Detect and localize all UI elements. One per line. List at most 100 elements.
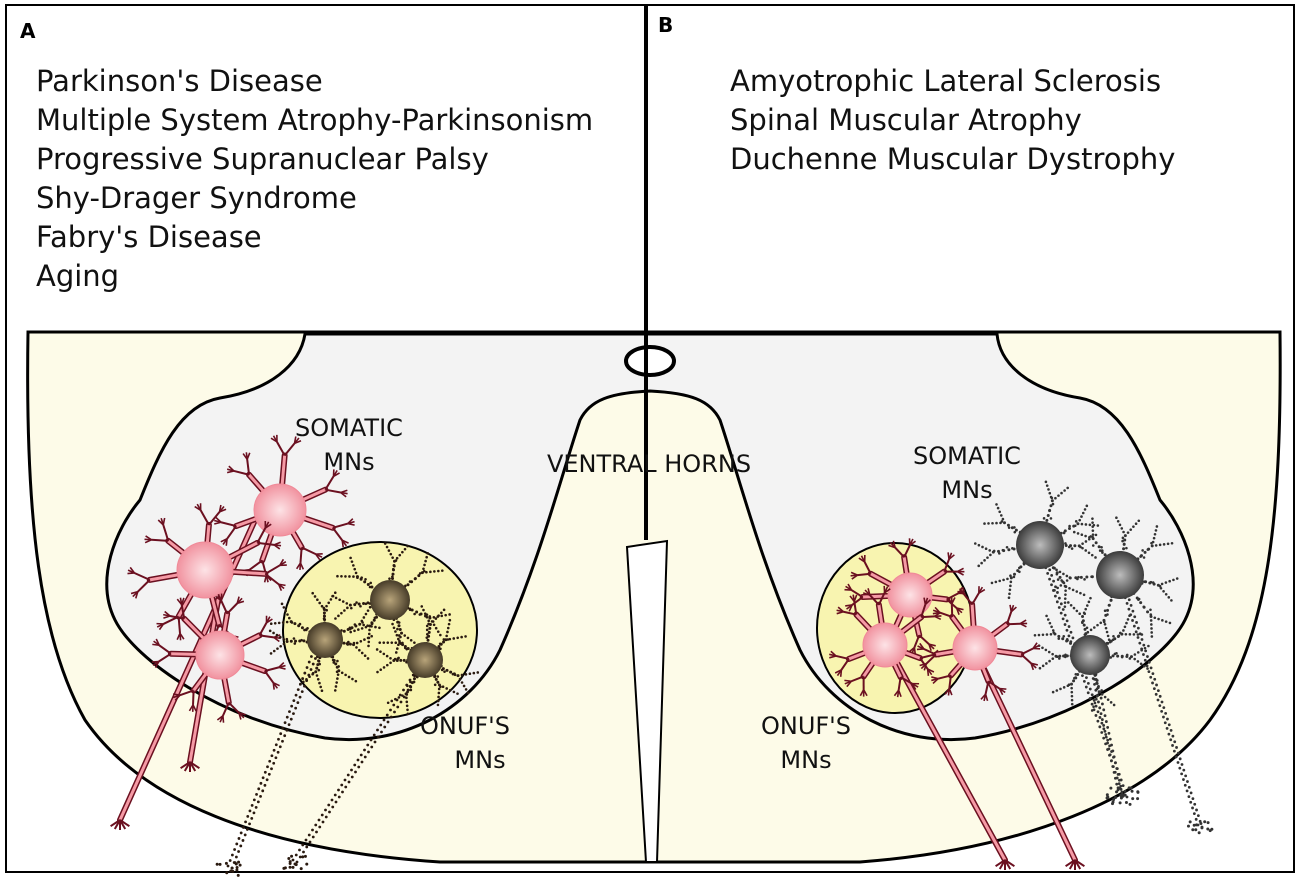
- panel-b-disease: Duchenne Muscular Dystrophy: [730, 142, 1175, 176]
- dendrite-fragment: [1060, 584, 1063, 587]
- dendrite-fragment: [981, 546, 984, 549]
- axon-fragment: [314, 824, 317, 827]
- dendrite-fragment: [1069, 642, 1072, 645]
- axon-fragment: [1186, 780, 1189, 783]
- dendrite-fragment: [1092, 533, 1095, 536]
- dendrite-fragment: [1115, 516, 1118, 519]
- dendrite-fragment: [336, 677, 339, 680]
- axon-fragment: [347, 774, 350, 777]
- axon-fragment: [1133, 615, 1136, 618]
- axon-fragment: [284, 721, 287, 724]
- dendrite-fragment: [1050, 496, 1053, 499]
- axon-fragment: [370, 746, 373, 749]
- dendrite-fragment: [1101, 693, 1104, 696]
- dendrite-fragment: [1064, 542, 1067, 545]
- axon-fragment: [312, 836, 315, 839]
- dendrite-fragment: [1160, 587, 1163, 590]
- axon-fragment: [1102, 724, 1105, 727]
- axon-fragment: [244, 834, 247, 837]
- axon-fragment: [1191, 807, 1194, 810]
- axon-fragment: [1148, 661, 1151, 664]
- dendrite-fragment: [1125, 547, 1128, 550]
- somatic-label-b-line1: SOMATIC: [913, 442, 1021, 470]
- axon-fragment: [1048, 568, 1051, 571]
- dendrite-fragment: [353, 568, 356, 571]
- axon-fragment: [1050, 583, 1053, 586]
- dendrite-fragment: [323, 614, 326, 617]
- axon-fragment: [271, 754, 274, 757]
- dendrite-tip: [221, 594, 222, 601]
- dendrite-fragment: [1064, 601, 1067, 604]
- dendrite-fragment: [1048, 651, 1051, 654]
- dendrite-fragment: [355, 601, 358, 604]
- dendrite-fragment: [437, 704, 440, 707]
- dendrite-fragment: [359, 605, 362, 608]
- dendrite-fragment: [1099, 549, 1102, 552]
- ventral-horns-label: VENTRAL HORNS: [547, 450, 751, 478]
- dendrite-fragment: [369, 582, 372, 585]
- axon-fragment: [1118, 779, 1121, 782]
- dendrite-fragment: [361, 652, 364, 655]
- axon-fragment: [304, 855, 307, 858]
- dendrite-fragment: [1058, 655, 1061, 658]
- dendrite-fragment: [363, 638, 366, 641]
- dendrite-fragment: [1076, 522, 1079, 525]
- dendrite-fragment: [398, 554, 401, 557]
- axon-fragment: [331, 799, 334, 802]
- dendrite-fragment: [1122, 531, 1125, 534]
- axon-fragment: [238, 837, 241, 840]
- dendrite-fragment: [1122, 547, 1125, 550]
- dendrite-fragment: [1042, 633, 1045, 636]
- dendrite-fragment: [422, 609, 425, 612]
- dendrite-fragment: [1090, 629, 1093, 632]
- dendrite-fragment: [1070, 687, 1073, 690]
- axon-fragment: [1128, 598, 1131, 601]
- dendrite-fragment: [1159, 544, 1162, 547]
- axon-fragment: [1194, 828, 1197, 831]
- axon-fragment: [321, 814, 324, 817]
- axon-fragment: [1152, 672, 1155, 675]
- dendrite-fragment: [1085, 523, 1088, 526]
- dendrite-fragment: [449, 619, 452, 622]
- dendrite-fragment: [1062, 573, 1065, 576]
- axon-fragment: [1175, 755, 1178, 758]
- dendrite-fragment: [1013, 531, 1016, 534]
- axon-fragment: [1159, 695, 1162, 698]
- axon-fragment: [379, 724, 382, 727]
- dendrite-fragment: [1052, 566, 1055, 569]
- dendrite-fragment: [998, 510, 1001, 513]
- dendrite-fragment: [1085, 540, 1088, 543]
- dendrite-fragment: [476, 671, 479, 674]
- dendrite-fragment: [456, 636, 459, 639]
- axon-fragment: [1111, 765, 1114, 768]
- dendrite-fragment: [1064, 593, 1067, 596]
- axon-fragment: [387, 721, 390, 724]
- somatic-label-b-line2: MNs: [941, 476, 992, 504]
- dendrite-fragment: [1152, 581, 1155, 584]
- dendrite-fragment: [435, 617, 438, 620]
- dendrite-fragment: [394, 630, 397, 633]
- dendrite-fragment: [382, 641, 385, 644]
- axon-fragment: [237, 850, 240, 853]
- axon-fragment: [1114, 761, 1117, 764]
- dendrite-fragment: [406, 684, 409, 687]
- dendrite-fragment: [362, 624, 365, 627]
- axon-fragment: [1106, 742, 1109, 745]
- axon-fragment: [1106, 739, 1109, 742]
- somatic-label-a-line2: MNs: [323, 448, 374, 476]
- dendrite-fragment: [321, 689, 324, 692]
- dendrite-fragment: [447, 627, 450, 630]
- axon-fragment: [1131, 797, 1134, 800]
- dendrite-fragment: [1150, 581, 1153, 584]
- dendrite-fragment: [1076, 610, 1079, 613]
- dendrite-fragment: [311, 673, 314, 676]
- axon-fragment: [305, 846, 308, 849]
- axon-fragment: [1109, 753, 1112, 756]
- dendrite-fragment: [406, 693, 409, 696]
- axon-fragment: [1181, 763, 1184, 766]
- axon-fragment: [1195, 809, 1198, 812]
- dendrite-fragment: [1068, 525, 1071, 528]
- axon-fragment: [1168, 733, 1171, 736]
- axon-fragment: [231, 870, 234, 873]
- dendrite-fragment: [1068, 546, 1071, 549]
